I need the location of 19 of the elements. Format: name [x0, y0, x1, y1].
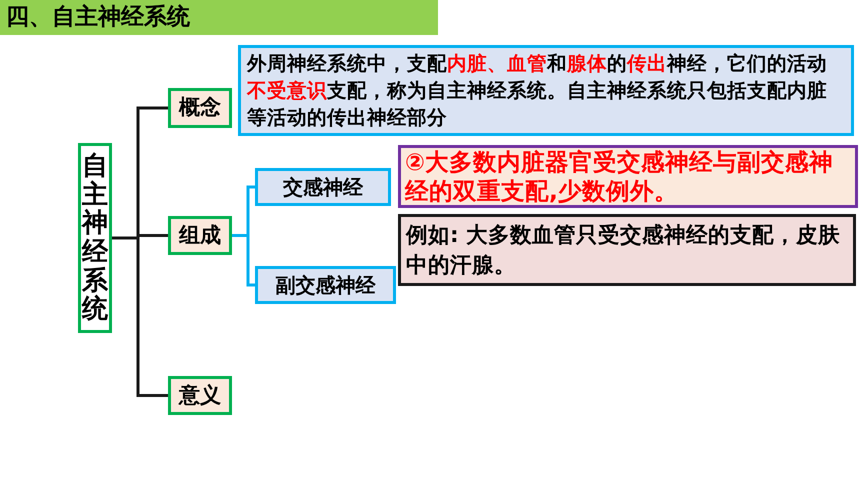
- definition-box: [238, 45, 854, 136]
- vertical-label: 自主神经系统: [82, 152, 108, 324]
- branch-box: [255, 266, 396, 304]
- topic-box: [168, 376, 232, 415]
- node-text: 交感神经: [283, 174, 363, 201]
- node-text: 副交感神经: [276, 272, 376, 299]
- node-text: ②大多数内脏器官受交感神经与副交感神经的双重支配,少数例外。: [405, 148, 834, 206]
- node-text: 外周神经系统中，支配内脏、血管和腺体的传出神经，它们的活动不受意识支配，称为自主神经系统。自主神经系统只包括支配内脏等活动的传出神经部分: [247, 51, 828, 131]
- branch-box: [255, 168, 391, 206]
- node-text: 例如: 大多数血管只受交感神经的支配，皮肤中的汗腺。: [406, 222, 842, 280]
- node-text: 概念: [179, 94, 221, 122]
- node-text: 组成: [179, 222, 221, 249]
- connector-line: [232, 234, 255, 286]
- example-box: [398, 214, 856, 286]
- topic-box: [168, 216, 232, 255]
- title-bar: 四、自主神经系统: [0, 0, 438, 35]
- root-box: [78, 143, 112, 333]
- topic-box: [168, 88, 232, 128]
- node-text: 意义: [179, 382, 221, 409]
